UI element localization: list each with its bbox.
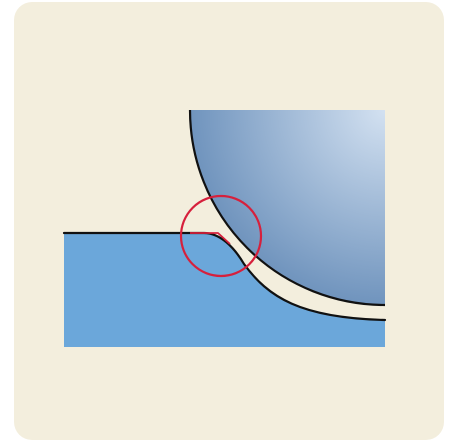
gap-film <box>204 222 385 320</box>
substrate-surface-line <box>62 231 387 322</box>
substrate-body <box>64 233 385 347</box>
contact-zone-highlight-circle <box>179 194 263 278</box>
sphere-section <box>190 110 385 305</box>
neck-highlight-line <box>190 232 231 245</box>
